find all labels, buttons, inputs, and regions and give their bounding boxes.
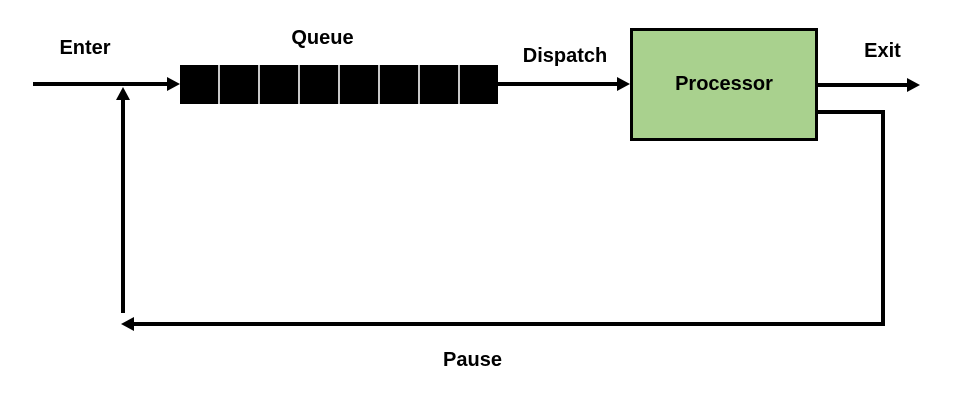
queue-slot <box>260 65 298 104</box>
queue-slot <box>300 65 338 104</box>
feedback-right-line <box>881 110 885 326</box>
pause-label: Pause <box>443 349 502 371</box>
dispatch-arrow-line <box>498 82 617 86</box>
feedback-up-line <box>121 99 125 313</box>
processor-box: Processor <box>630 28 818 141</box>
dispatch-label: Dispatch <box>522 45 608 67</box>
feedback-left-arrowhead-icon <box>121 317 134 331</box>
queue-label: Queue <box>291 27 354 49</box>
feedback-bottom-line <box>134 322 881 326</box>
queue-slot <box>460 65 498 104</box>
enter-arrowhead-icon <box>167 77 180 91</box>
exit-arrowhead-icon <box>907 78 920 92</box>
enter-label: Enter <box>59 37 111 59</box>
queue-slot <box>340 65 378 104</box>
queue-slots <box>180 65 498 104</box>
feedback-top-line <box>818 110 885 114</box>
queue-slot <box>180 65 218 104</box>
queue-slot <box>380 65 418 104</box>
dispatch-arrowhead-icon <box>617 77 630 91</box>
exit-arrow-line <box>818 83 907 87</box>
queue-slot <box>220 65 258 104</box>
exit-label: Exit <box>864 40 901 62</box>
queue-slot <box>420 65 458 104</box>
processor-label: Processor <box>675 73 773 95</box>
feedback-up-arrowhead-icon <box>116 87 130 100</box>
enter-arrow-line <box>33 82 167 86</box>
